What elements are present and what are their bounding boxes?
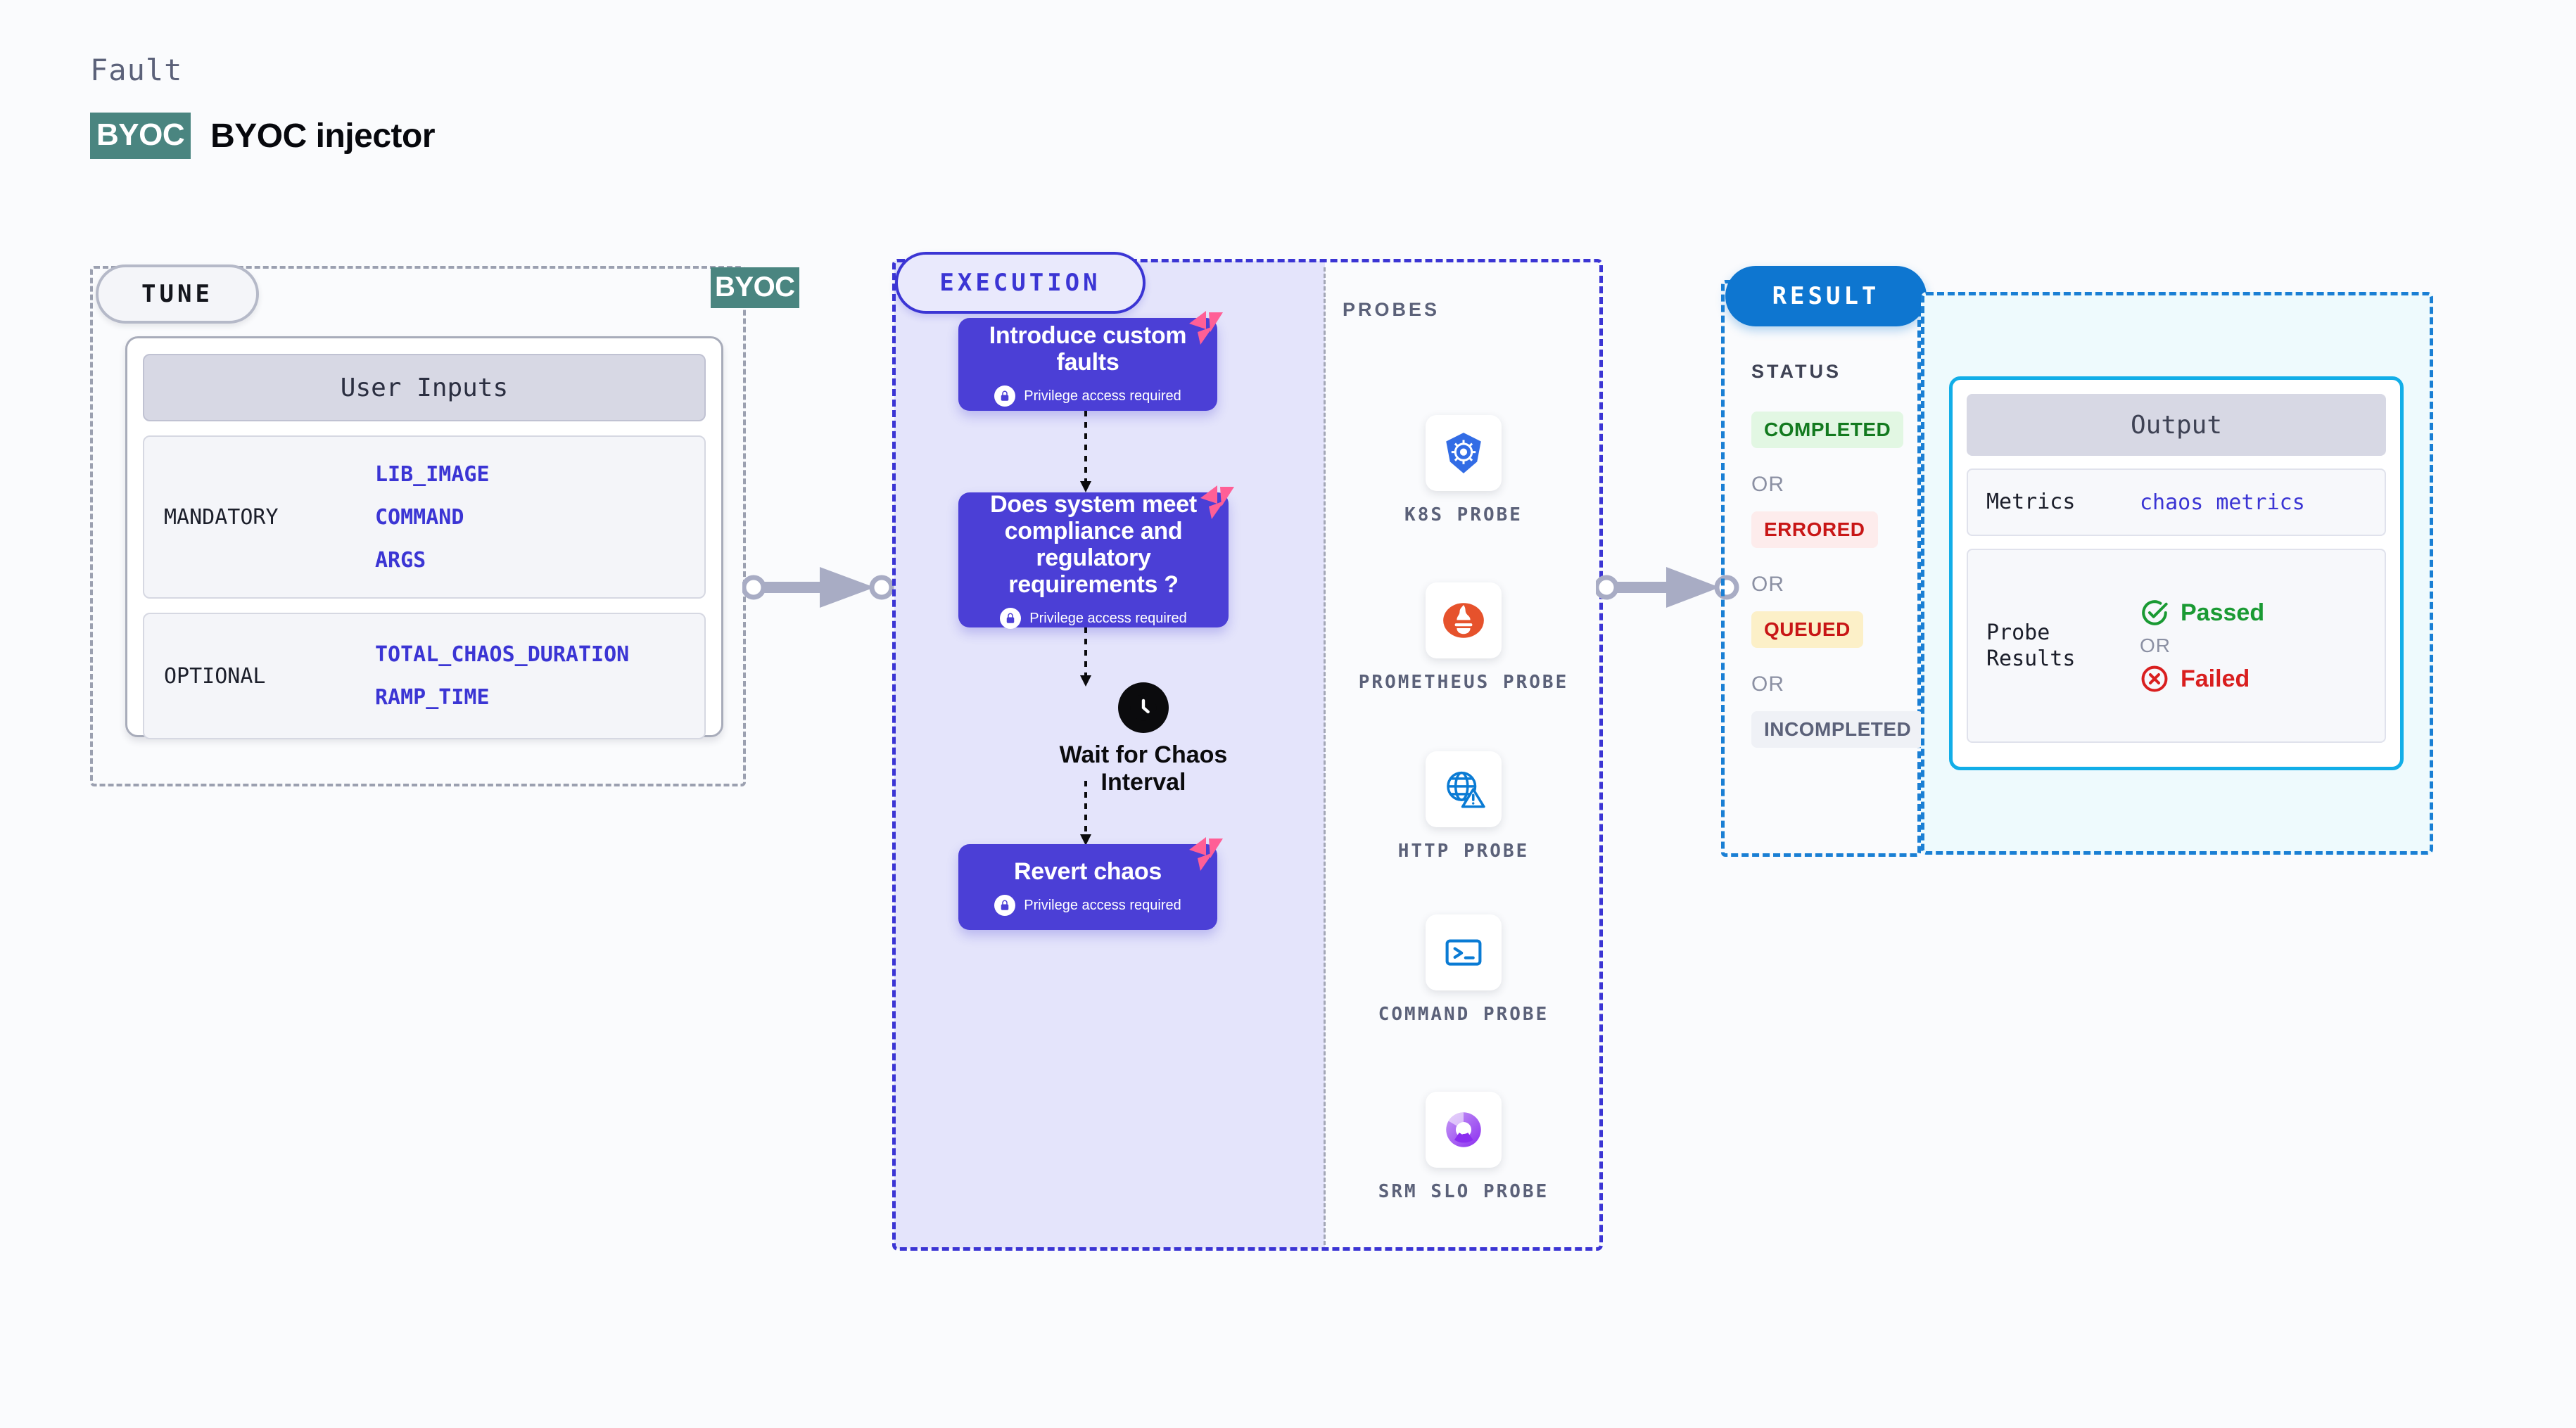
output-row-probe-results: Probe Results Passed OR Faile bbox=[1967, 549, 2386, 743]
probe-result-passed: Passed bbox=[2140, 598, 2264, 627]
mandatory-values: LIB_IMAGE COMMAND ARGS bbox=[375, 462, 490, 573]
clock-icon bbox=[1118, 682, 1169, 733]
arrow-clock-node3 bbox=[1080, 781, 1091, 846]
execution-node-revert-chaos[interactable]: Revert chaos Privilege access required bbox=[958, 837, 1223, 930]
optional-label: OPTIONAL bbox=[164, 663, 266, 689]
http-globe-warning-icon bbox=[1426, 751, 1502, 827]
status-or-2: OR bbox=[1751, 573, 1784, 596]
harness-corner-badge-icon bbox=[1200, 485, 1234, 519]
result-pill-label[interactable]: RESULT bbox=[1725, 266, 1927, 326]
output-card: Output Metrics chaos metrics Probe Resul… bbox=[1949, 376, 2404, 770]
privilege-note-text: Privilege access required bbox=[1029, 610, 1187, 626]
probe-results-values: Passed OR Failed bbox=[2140, 598, 2264, 694]
x-circle-icon bbox=[2141, 665, 2168, 692]
terminal-icon bbox=[1426, 914, 1502, 990]
output-key-probe-results: Probe Results bbox=[1986, 620, 2076, 672]
optional-inputs-group: OPTIONAL TOTAL_CHAOS_DURATION RAMP_TIME bbox=[143, 613, 706, 739]
tune-region bbox=[90, 266, 746, 786]
probe-item-http[interactable]: HTTP PROBE bbox=[1358, 751, 1569, 864]
status-or-1: OR bbox=[1751, 473, 1784, 496]
optional-values: TOTAL_CHAOS_DURATION RAMP_TIME bbox=[375, 642, 629, 710]
srm-slo-donut-icon bbox=[1426, 1092, 1502, 1168]
connector-tune-to-execution bbox=[742, 567, 894, 608]
lock-icon bbox=[994, 385, 1016, 407]
execution-node-wait-for-chaos-interval[interactable]: Wait for Chaos Interval bbox=[1059, 682, 1228, 796]
mandatory-inputs-group: MANDATORY LIB_IMAGE COMMAND ARGS bbox=[143, 435, 706, 599]
byoc-boundary-badge: BYOC bbox=[711, 267, 799, 308]
check-circle-icon bbox=[2142, 600, 2168, 625]
wait-node-label: Wait for Chaos Interval bbox=[1059, 741, 1228, 796]
node-title: Introduce custom faults bbox=[989, 321, 1187, 376]
probe-result-failed: Failed bbox=[2140, 664, 2264, 694]
execution-pill-label[interactable]: EXECUTION bbox=[895, 252, 1146, 314]
probe-failed-label: Failed bbox=[2181, 665, 2250, 692]
status-section-title: STATUS bbox=[1751, 361, 1841, 382]
status-badge-queued: QUEUED bbox=[1751, 611, 1863, 648]
execution-probes-divider bbox=[1324, 267, 1326, 1245]
arrow-node1-node2 bbox=[1080, 411, 1091, 492]
probe-passed-label: Passed bbox=[2181, 599, 2265, 626]
byoc-badge: BYOC bbox=[90, 113, 191, 159]
node-title: Does system meet compliance and regulato… bbox=[990, 490, 1197, 599]
user-inputs-card: User Inputs MANDATORY LIB_IMAGE COMMAND … bbox=[125, 336, 723, 739]
input-ramp-time[interactable]: RAMP_TIME bbox=[375, 685, 490, 710]
privilege-note: Privilege access required bbox=[994, 895, 1181, 917]
execution-region bbox=[892, 259, 1603, 1251]
input-args[interactable]: ARGS bbox=[375, 547, 426, 573]
lock-icon bbox=[1000, 608, 1022, 630]
probe-item-prometheus[interactable]: PROMETHEUS PROBE bbox=[1358, 582, 1569, 695]
privilege-note-text: Privilege access required bbox=[1024, 897, 1181, 913]
probe-label: HTTP PROBE bbox=[1397, 841, 1530, 862]
status-badge-errored: ERRORED bbox=[1751, 511, 1878, 548]
probe-item-k8s[interactable]: K8S PROBE bbox=[1358, 415, 1569, 528]
probe-label: PROMETHEUS PROBE bbox=[1358, 672, 1569, 693]
output-value-chaos-metrics[interactable]: chaos metrics bbox=[2140, 490, 2305, 515]
probe-item-srm-slo[interactable]: SRM SLO PROBE bbox=[1358, 1092, 1569, 1204]
probes-section-title: PROBES bbox=[1343, 299, 1440, 320]
probe-item-command[interactable]: COMMAND PROBE bbox=[1358, 914, 1569, 1027]
probe-results-or: OR bbox=[2140, 635, 2171, 656]
kubernetes-icon bbox=[1426, 415, 1502, 491]
status-or-3: OR bbox=[1751, 672, 1784, 696]
execution-node-introduce-custom-faults[interactable]: Introduce custom faults Privilege access… bbox=[958, 311, 1223, 411]
status-badge-completed: COMPLETED bbox=[1751, 412, 1904, 448]
input-lib-image[interactable]: LIB_IMAGE bbox=[375, 461, 490, 487]
connector-execution-to-result bbox=[1596, 567, 1739, 608]
privilege-note-text: Privilege access required bbox=[1024, 388, 1181, 404]
lock-icon bbox=[994, 895, 1016, 917]
harness-corner-badge-icon bbox=[1189, 311, 1223, 345]
input-command[interactable]: COMMAND bbox=[375, 504, 464, 530]
page-title: BYOC injector bbox=[210, 117, 436, 155]
status-badge-incompleted: INCOMPLETED bbox=[1751, 711, 1924, 748]
execution-node-compliance-check[interactable]: Does system meet compliance and regulato… bbox=[958, 485, 1234, 630]
output-title: Output bbox=[1967, 394, 2386, 456]
privilege-note: Privilege access required bbox=[1000, 608, 1187, 630]
probe-label: COMMAND PROBE bbox=[1378, 1004, 1549, 1025]
probe-label: K8S PROBE bbox=[1404, 504, 1523, 525]
privilege-note: Privilege access required bbox=[994, 385, 1181, 407]
probe-label: SRM SLO PROBE bbox=[1378, 1181, 1549, 1202]
execution-fill bbox=[894, 261, 1325, 1249]
output-key-metrics: Metrics bbox=[1986, 490, 2076, 515]
node-title: Revert chaos bbox=[1014, 858, 1162, 885]
harness-corner-badge-icon bbox=[1189, 837, 1223, 871]
user-inputs-title: User Inputs bbox=[143, 354, 706, 421]
output-row-metrics: Metrics chaos metrics bbox=[1967, 468, 2386, 536]
input-total-chaos-duration[interactable]: TOTAL_CHAOS_DURATION bbox=[375, 642, 630, 667]
page-eyebrow: Fault bbox=[90, 53, 183, 87]
arrow-node2-clock bbox=[1080, 627, 1091, 687]
prometheus-icon bbox=[1426, 582, 1502, 658]
tune-pill-label[interactable]: TUNE bbox=[96, 264, 259, 324]
page-title-row: BYOC BYOC injector bbox=[90, 113, 436, 159]
mandatory-label: MANDATORY bbox=[164, 504, 279, 530]
